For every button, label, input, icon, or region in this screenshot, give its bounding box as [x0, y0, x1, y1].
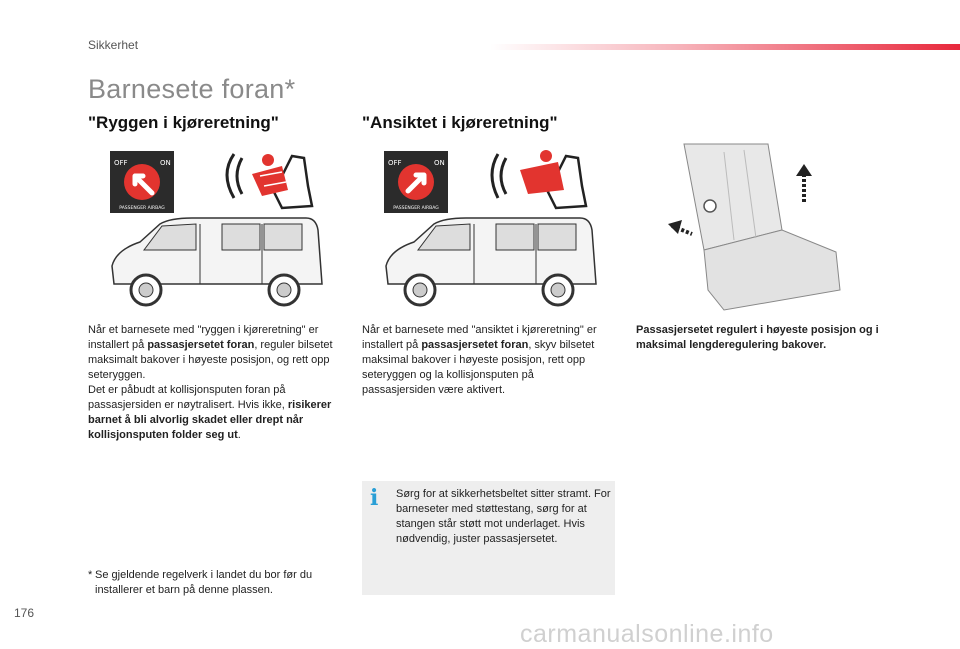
icon-off-label: OFF: [388, 159, 402, 167]
header-accent-bar: [490, 44, 960, 50]
seat-adjustment-illustration: [668, 143, 841, 311]
icon-airbag-label: PASSENGER AIRBAG: [393, 205, 439, 211]
page-number: 176: [14, 606, 35, 620]
rear-facing-instructions: Når et barnesete med "ryggen i kjøreretn…: [88, 324, 333, 441]
icon-on-label: ON: [434, 159, 445, 167]
icon-off-label: OFF: [114, 159, 128, 167]
watermark: carmanualsonline.info: [520, 620, 774, 648]
icon-on-label: ON: [160, 159, 171, 167]
info-box: [362, 481, 615, 595]
heading-forward-facing: "Ansiktet i kjøreretning": [362, 113, 558, 132]
forward-facing-instructions: Når et barnesete med "ansiktet i kjørere…: [362, 324, 597, 396]
heading-rear-facing: "Ryggen i kjøreretning": [88, 113, 279, 132]
footnote-text: Se gjeldende regelverk i landet du bor f…: [95, 569, 313, 596]
icon-airbag-label: PASSENGER AIRBAG: [119, 205, 165, 211]
footnote-marker: *: [88, 569, 93, 581]
seat-position-caption: Passasjersetet regulert i høyeste posisj…: [636, 324, 879, 351]
van-illustration-middle: [385, 217, 597, 307]
footnote: * Se gjeldende regelverk i landet du bor…: [88, 568, 338, 598]
page-title: Barnesete foran*: [88, 74, 296, 104]
airbag-on-icon: OFF ON PASSENGER AIRBAG: [384, 151, 448, 213]
info-text: Sørg for at sikkerhetsbeltet sitter stra…: [396, 488, 611, 545]
info-icon: i: [370, 485, 379, 511]
van-illustration-left: [111, 217, 323, 307]
section-label: Sikkerhet: [88, 38, 139, 52]
airbag-off-icon: OFF ON PASSENGER AIRBAG: [110, 151, 174, 213]
forward-facing-child-seat-icon: [490, 150, 588, 210]
rear-facing-child-seat-icon: [225, 153, 314, 210]
